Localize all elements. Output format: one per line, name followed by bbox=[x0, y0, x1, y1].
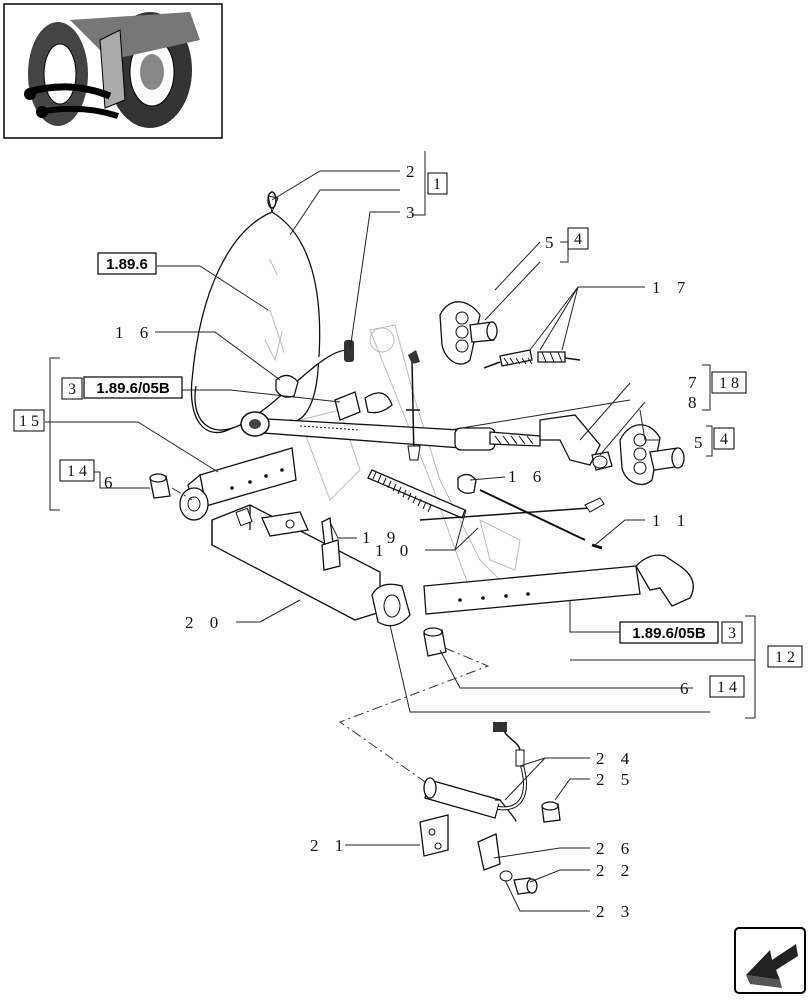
svg-text:1 4: 1 4 bbox=[67, 463, 87, 480]
callout-25: 2 5 bbox=[596, 770, 635, 789]
bush-25 bbox=[541, 801, 561, 823]
callout-17: 1 7 bbox=[652, 278, 691, 297]
box-number-1: 1 bbox=[427, 172, 448, 195]
box-number-15: 1 5 bbox=[13, 409, 45, 432]
callout-20: 2 0 bbox=[185, 613, 224, 632]
leader-lines bbox=[45, 151, 756, 912]
callout-11: 1 1 bbox=[652, 511, 691, 530]
chain-pin-lower bbox=[619, 424, 685, 485]
svg-text:1: 1 bbox=[433, 176, 441, 193]
svg-text:1 4: 1 4 bbox=[717, 679, 737, 696]
lower-link-right bbox=[423, 554, 694, 615]
chain-pin-upper bbox=[439, 301, 498, 365]
svg-text:1 2: 1 2 bbox=[775, 649, 795, 666]
ref-box-1-89-6-05b-right[interactable]: 1.89.6/05B bbox=[619, 621, 719, 644]
box-number-3-right: 3 bbox=[721, 621, 743, 644]
box-number-12: 1 2 bbox=[767, 645, 803, 668]
box-number-14-left: 1 4 bbox=[59, 459, 95, 482]
callout-5-right: 5 bbox=[694, 433, 709, 452]
bushing-8 bbox=[591, 451, 613, 471]
tractor-thumbnail-icon[interactable] bbox=[3, 3, 223, 139]
spring bbox=[367, 469, 466, 519]
ref-box-1-89-6[interactable]: 1.89.6 bbox=[97, 252, 157, 275]
callout-22: 2 2 bbox=[596, 861, 635, 880]
callout-3: 3 bbox=[406, 203, 421, 222]
svg-text:1.89.6: 1.89.6 bbox=[106, 256, 148, 273]
box-number-4-right: 4 bbox=[713, 427, 735, 450]
callout-21: 2 1 bbox=[310, 836, 349, 855]
callout-16-left: 1 6 bbox=[115, 323, 154, 342]
svg-text:1 5: 1 5 bbox=[19, 413, 39, 430]
clip-right bbox=[457, 473, 477, 494]
callout-6-right: 6 bbox=[680, 679, 695, 698]
screw-22 bbox=[513, 877, 538, 895]
clip-left bbox=[275, 374, 299, 398]
callout-26: 2 6 bbox=[596, 839, 635, 858]
drawbar-frame bbox=[211, 504, 381, 621]
callout-16-right: 1 6 bbox=[508, 467, 547, 486]
svg-text:4: 4 bbox=[720, 431, 728, 448]
stabiliser-chain bbox=[483, 349, 581, 369]
callout-24: 2 4 bbox=[596, 749, 635, 768]
lift-wire-cable bbox=[190, 191, 354, 434]
box-number-4-top: 4 bbox=[567, 227, 589, 250]
svg-text:1.89.6/05B: 1.89.6/05B bbox=[96, 380, 170, 397]
next-page-arrow-icon[interactable] bbox=[734, 927, 806, 994]
svg-text:4: 4 bbox=[574, 231, 582, 248]
box-number-3-left: 3 bbox=[61, 377, 83, 400]
callout-2: 2 bbox=[406, 162, 421, 181]
sensor-pin bbox=[423, 721, 527, 822]
ball-joint-right bbox=[371, 583, 411, 627]
bracket-21 bbox=[419, 814, 449, 857]
callout-7: 7 bbox=[688, 373, 703, 392]
ref-box-1-89-6-05b-left[interactable]: 1.89.6/05B bbox=[83, 376, 183, 399]
callout-6-left: 6 bbox=[104, 473, 119, 492]
svg-text:1 8: 1 8 bbox=[719, 375, 739, 392]
lower-link-left bbox=[179, 447, 297, 521]
callout-19: 1 9 bbox=[362, 528, 401, 547]
svg-text:1.89.6/05B: 1.89.6/05B bbox=[632, 625, 706, 642]
svg-text:3: 3 bbox=[728, 625, 736, 642]
callout-23: 2 3 bbox=[596, 902, 635, 921]
box-number-14-right: 1 4 bbox=[709, 675, 745, 698]
callout-labels: 2 3 5 5 6 6 7 8 1 0 1 1 1 6 1 6 1 7 1 9 … bbox=[104, 162, 709, 921]
callout-8: 8 bbox=[688, 393, 703, 412]
top-link bbox=[240, 350, 601, 466]
control-rod bbox=[419, 489, 605, 550]
clip-26 bbox=[477, 833, 501, 871]
washer-23 bbox=[499, 870, 513, 882]
callout-5-top: 5 bbox=[545, 233, 560, 252]
svg-text:3: 3 bbox=[68, 381, 76, 398]
bush-left bbox=[149, 473, 171, 499]
box-number-18: 1 8 bbox=[711, 371, 747, 394]
callout-10: 1 0 bbox=[375, 541, 414, 560]
bush-right bbox=[423, 627, 447, 657]
